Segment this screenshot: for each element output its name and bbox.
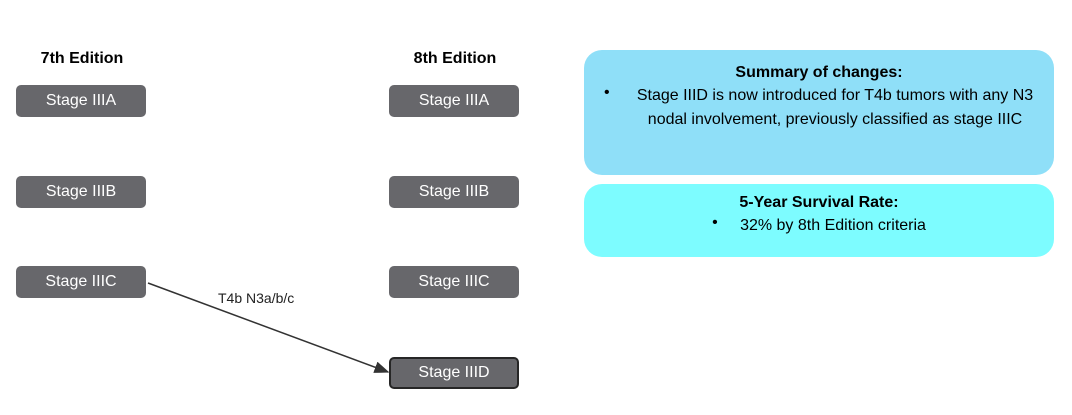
summary-bullet-item: • Stage IIID is now introduced for T4b t… xyxy=(604,84,1034,132)
survival-bullet-item: • 32% by 8th Edition criteria xyxy=(604,214,1034,238)
stage-8th-iiid: Stage IIID xyxy=(389,357,519,389)
transition-label: T4b N3a/b/c xyxy=(218,290,295,306)
survival-text: 32% by 8th Edition criteria xyxy=(740,217,926,234)
stage-8th-iiia: Stage IIIA xyxy=(389,85,519,117)
stage-7th-iiib: Stage IIIB xyxy=(16,176,146,208)
survival-title: 5-Year Survival Rate: xyxy=(739,194,899,211)
7th-edition-heading: 7th Edition xyxy=(40,50,124,67)
summary-box: Summary of changes: • Stage IIID is now … xyxy=(584,50,1054,175)
survival-box: 5-Year Survival Rate: • 32% by 8th Editi… xyxy=(584,184,1054,257)
8th-edition-heading: 8th Edition xyxy=(413,50,497,67)
stage-7th-iiic: Stage IIIC xyxy=(16,266,146,298)
stage-8th-iiic: Stage IIIC xyxy=(389,266,519,298)
summary-title: Summary of changes: xyxy=(735,64,903,81)
stage-8th-iiib: Stage IIIB xyxy=(389,176,519,208)
summary-text: Stage IIID is now introduced for T4b tum… xyxy=(636,87,1034,128)
bullet-icon: • xyxy=(604,84,610,101)
bullet-icon: • xyxy=(712,214,718,231)
stage-7th-iiia: Stage IIIA xyxy=(16,85,146,117)
